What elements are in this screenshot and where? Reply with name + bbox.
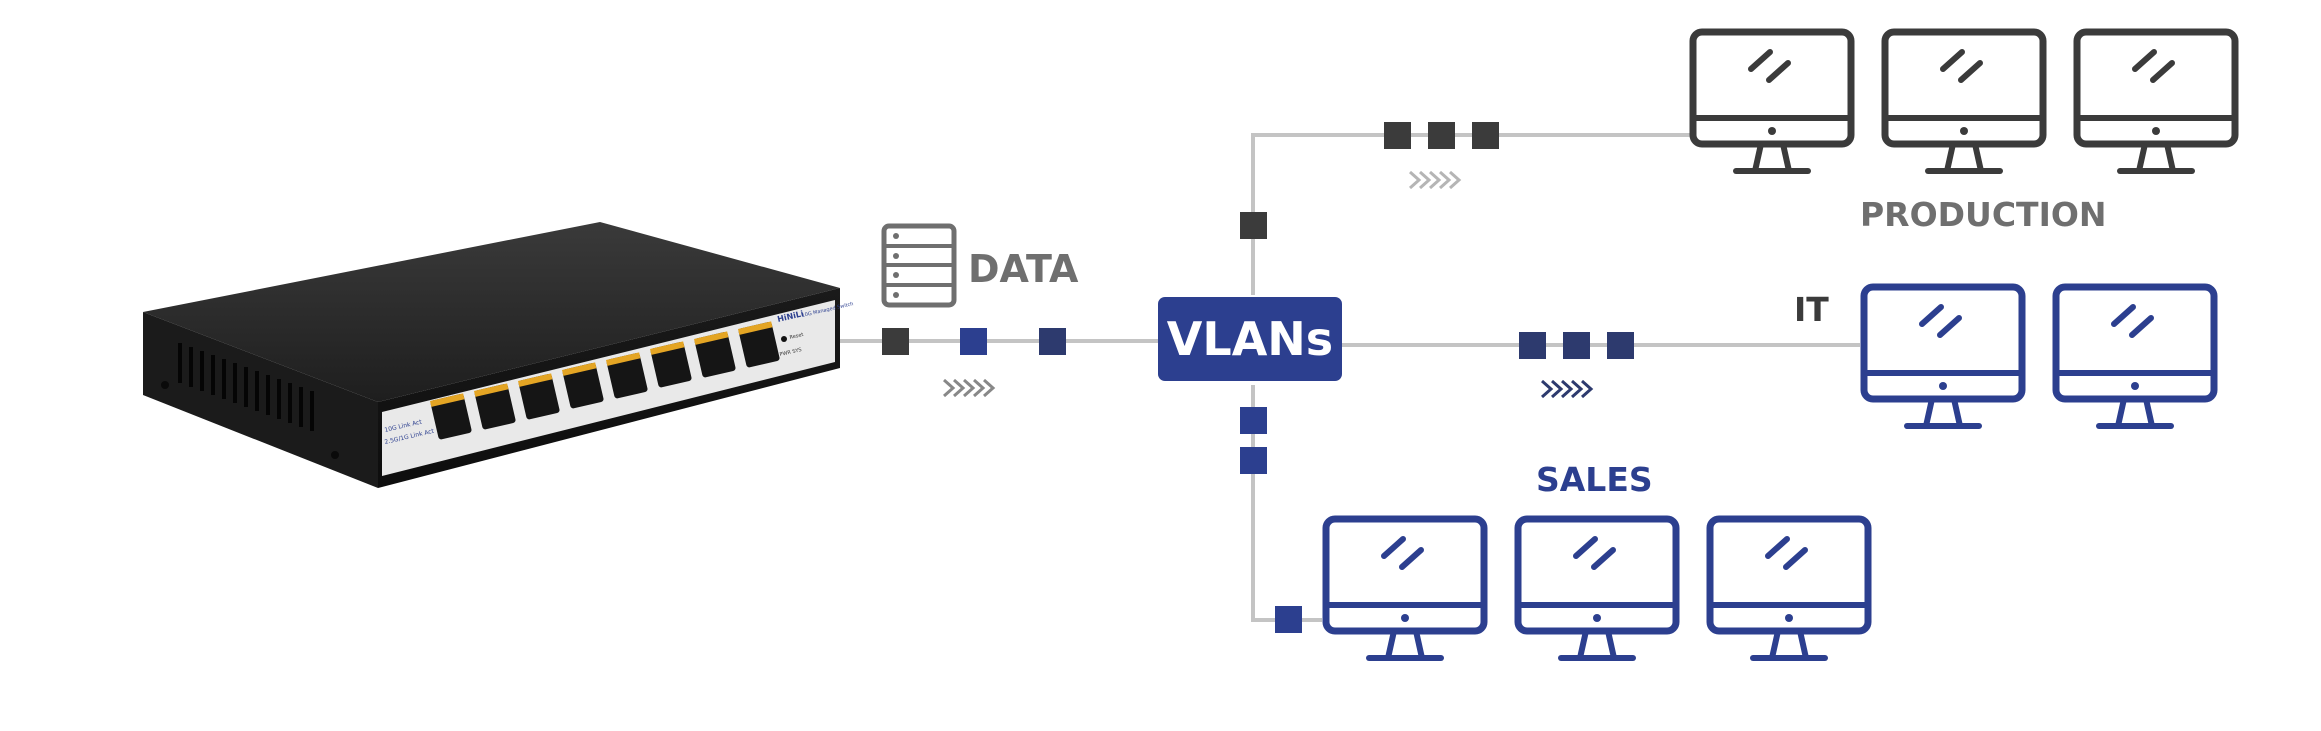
packet-sales-vertical	[1240, 447, 1267, 474]
packet-production	[1472, 122, 1499, 149]
packet-navy	[1039, 328, 1066, 355]
data-label: DATA	[968, 247, 1079, 291]
monitor-icon	[1710, 519, 1868, 658]
packet-sales-vertical	[1240, 407, 1267, 434]
monitor-icon	[1693, 32, 1851, 171]
it-group: IT	[1794, 287, 2214, 426]
switch-device-icon: 10G Link Act 2.5G/1G Link Act HiNiLi 10G…	[143, 222, 854, 488]
monitor-icon	[1864, 287, 2022, 426]
device-reset: Reset	[789, 332, 804, 341]
switch-ports	[430, 321, 780, 440]
packet-production	[1384, 122, 1411, 149]
monitor-icon	[2056, 287, 2214, 426]
packet-it	[1607, 332, 1634, 359]
packet-production	[1428, 122, 1455, 149]
vlans-node: VLANs	[1158, 297, 1342, 381]
packet-production-vertical	[1240, 212, 1267, 239]
packet-it	[1563, 332, 1590, 359]
monitor-icon	[1326, 519, 1484, 658]
packets	[882, 122, 1634, 633]
server-icon	[881, 223, 957, 308]
production-label: PRODUCTION	[1860, 195, 2107, 234]
sales-group: SALES	[1326, 460, 1868, 658]
sales-label: SALES	[1536, 460, 1653, 499]
chevrons-icon	[942, 378, 995, 398]
chevrons-icon	[1408, 170, 1461, 190]
monitor-icon	[2077, 32, 2235, 171]
vlans-label: VLANs	[1167, 312, 1333, 366]
packet-blue	[960, 328, 987, 355]
device-pwr-sys: PWR SYS	[779, 347, 802, 358]
production-group: PRODUCTION	[1693, 32, 2235, 234]
monitor-icon	[1885, 32, 2043, 171]
line-vlan-to-production	[1251, 133, 1690, 295]
monitor-icon	[1518, 519, 1676, 658]
packet-it	[1519, 332, 1546, 359]
packet-sales	[1275, 606, 1302, 633]
it-label: IT	[1794, 290, 1829, 329]
packet-dark	[882, 328, 909, 355]
chevrons-icon	[1540, 379, 1593, 399]
